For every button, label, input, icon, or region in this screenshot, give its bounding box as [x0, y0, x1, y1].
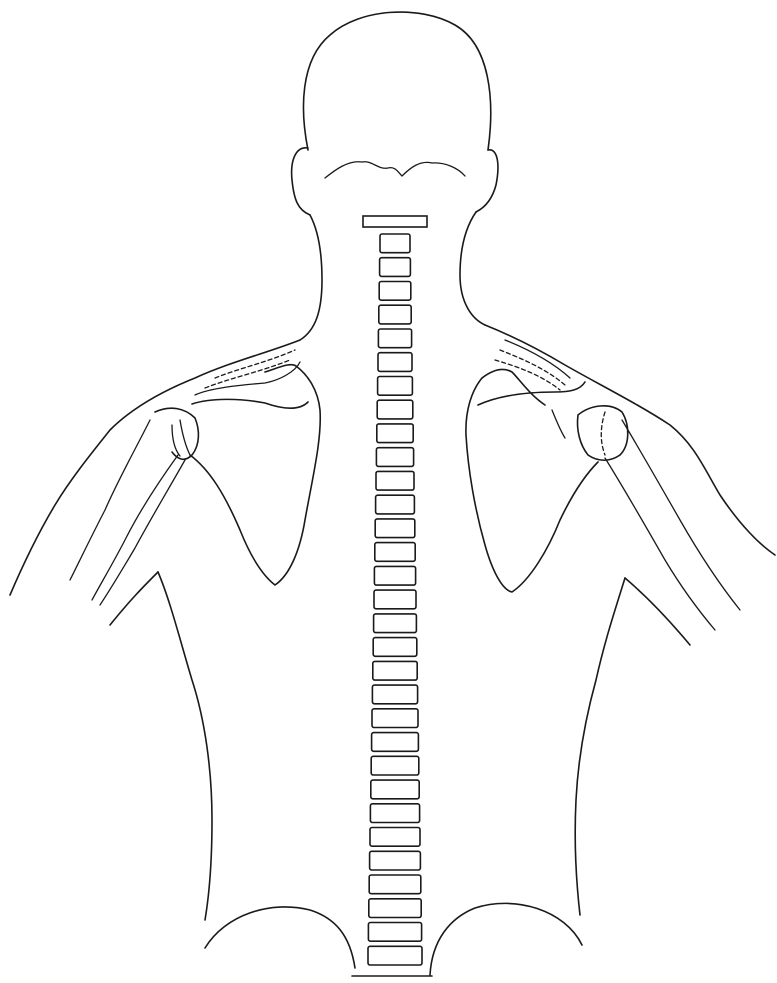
vertebra	[374, 614, 417, 633]
vertebra	[377, 400, 413, 419]
vertebra	[376, 471, 414, 490]
vertebra	[370, 804, 419, 823]
vertebra	[372, 733, 419, 752]
vertebra	[370, 828, 420, 847]
vertebra	[373, 661, 417, 680]
vertebra	[373, 638, 417, 657]
vertebra	[377, 424, 413, 443]
vertebra	[379, 305, 411, 324]
vertebra	[370, 851, 421, 870]
right-arm-lines	[605, 420, 740, 630]
vertebra	[376, 448, 413, 467]
vertebra	[378, 329, 411, 348]
vertebra	[380, 234, 410, 253]
vertebra	[369, 875, 421, 894]
left-arm-lines	[70, 420, 185, 605]
vertebra	[376, 495, 415, 514]
vertebra	[374, 566, 415, 585]
vertebra	[372, 709, 418, 728]
spine	[352, 216, 432, 976]
right-scapula	[466, 340, 628, 592]
vertebra	[371, 780, 419, 799]
vertebra	[378, 353, 412, 372]
vertebra-atlas	[363, 216, 427, 227]
vertebra	[375, 543, 415, 562]
vertebra	[371, 756, 419, 775]
head-outline	[292, 12, 498, 215]
vertebra	[380, 258, 411, 277]
vertebra	[378, 377, 413, 396]
vertebra	[368, 946, 422, 965]
vertebra	[369, 899, 421, 918]
vertebra	[379, 282, 411, 301]
vertebra	[374, 590, 416, 609]
vertebra	[372, 685, 417, 704]
vertebra	[375, 519, 415, 538]
vertebra	[368, 923, 421, 942]
